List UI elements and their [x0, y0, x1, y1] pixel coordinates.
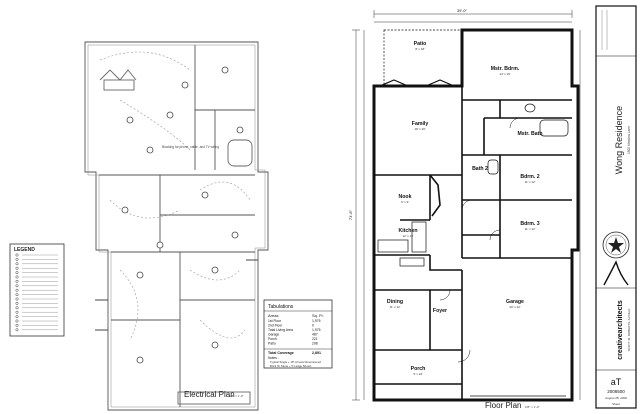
room-size: 8' x 18' — [415, 47, 425, 51]
room-label: Garage — [506, 299, 524, 305]
tab-row-area: Porch — [268, 337, 277, 341]
room-size: 5' x 24' — [413, 372, 423, 376]
electrical-note: Blocking for phone, cable, and TV wiring — [162, 145, 219, 149]
room-size: 18' x 20' — [415, 127, 426, 131]
tab-row-area: Garage — [268, 333, 279, 337]
tab-row-sqft: 208 — [312, 342, 318, 346]
legend-symbol-icon — [15, 301, 19, 305]
tab-note-line-2: Brick Or Stone + 5' Ledge Shown — [270, 364, 312, 368]
legend-symbol-icon — [15, 297, 19, 301]
legend-symbol-icon — [15, 266, 19, 270]
project-address: 1500 Meadow Lane — [627, 126, 631, 154]
tab-total-label: Total Coverage — [268, 351, 294, 355]
legend-symbol-icon — [15, 275, 19, 279]
electrical-plan-title: Electrical Plan — [184, 390, 235, 399]
room-label: Mstr. Bdrm. — [491, 66, 520, 72]
issue-date: August 28, 2006 — [605, 396, 627, 400]
room-label: Kitchen — [398, 228, 417, 234]
tab-row-area: Total Living Area — [268, 328, 293, 332]
tab-row-sqft: 221 — [312, 337, 318, 341]
tab-row-sqft: 1,975 — [312, 328, 321, 332]
firm-logo: creativearchitects SCOTT M. ROBERTS, Arc… — [603, 260, 631, 360]
legend-title: LEGEND — [14, 247, 35, 253]
legend-symbol-icon — [15, 257, 19, 261]
tab-row-sqft: 1,975 — [312, 319, 321, 323]
floor-plan — [352, 10, 581, 402]
room-label: Bdrm. 3 — [520, 221, 539, 227]
overall-width: 39'-0" — [457, 8, 468, 13]
legend-symbol-icon — [15, 310, 19, 314]
title-block: Wong Residence 1500 Meadow Lane creative… — [595, 5, 637, 409]
tab-header-sqft: Sq. Ft. — [312, 313, 324, 318]
legend-symbol-icon — [15, 319, 19, 323]
tab-row-sqft: 0 — [312, 324, 314, 328]
tabulations-table: Tabulations Areas Sq. Ft. 1st Floor 1,975… — [263, 299, 333, 369]
room-size: 11' x 12' — [525, 180, 536, 184]
room-size: 11' x 12' — [525, 227, 536, 231]
tab-total-value: 2,891 — [312, 351, 321, 355]
room-label: Nook — [399, 194, 412, 200]
room-label: Mstr. Bath — [517, 131, 542, 137]
electrical-plan-scale: 1/8" = 1'-0" — [229, 394, 244, 398]
legend-symbol-icon — [15, 284, 19, 288]
room-size: 11' x 12' — [390, 305, 401, 309]
legend-symbol-icon — [15, 323, 19, 327]
room-label: Patio — [414, 41, 427, 47]
tab-row-area: 2nd Floor — [268, 324, 283, 328]
legend-symbol-icon — [15, 279, 19, 283]
room-label: Family — [412, 121, 429, 127]
firm-subtitle: SCOTT M. ROBERTS, Architect — [627, 308, 631, 351]
tabulations-title: Tabulations — [268, 304, 294, 310]
legend-rows — [15, 253, 58, 332]
job-number: 2006500 — [607, 389, 625, 394]
logo-mark: aT — [611, 377, 622, 387]
tab-row-sqft: 487 — [312, 333, 318, 337]
firm-name: creativearchitects — [617, 300, 624, 360]
tab-row-area: Patio — [268, 342, 276, 346]
floor-plan-scale: 1/8" = 1'-0" — [525, 405, 540, 409]
room-size: 20' x 22' — [510, 305, 521, 309]
legend-symbol-icon — [15, 306, 19, 310]
room-label: Porch — [411, 366, 426, 372]
project-name: Wong Residence — [614, 106, 624, 174]
architect-seal — [602, 231, 630, 259]
room-label: Dining — [387, 299, 403, 305]
tab-notes-label: Notes : — [268, 356, 279, 360]
electrical-legend: LEGEND — [9, 243, 65, 337]
legend-symbol-icon — [15, 288, 19, 292]
legend-symbol-icon — [15, 315, 19, 319]
room-label: Bath 2 — [472, 166, 488, 172]
tab-note-line-1: Typical Single + 18" Arrows Dimensioned — [270, 360, 321, 364]
legend-symbol-icon — [15, 253, 19, 257]
electrical-plan — [84, 41, 269, 411]
legend-symbol-icon — [15, 262, 19, 266]
sheet-label: Sheet — [612, 402, 620, 406]
room-label: Foyer — [433, 308, 447, 314]
legend-symbol-icon — [15, 328, 19, 332]
floor-plan-title: Floor Plan — [485, 401, 521, 410]
room-size: 14' x 16' — [500, 72, 511, 76]
room-label: Bdrm. 2 — [520, 174, 539, 180]
tab-header-area: Areas — [268, 313, 278, 318]
legend-symbol-icon — [15, 271, 19, 275]
overall-depth: 73'-8" — [348, 209, 353, 220]
legend-symbol-icon — [15, 293, 19, 297]
room-size: 12' x 13' — [403, 234, 414, 238]
room-size: 9' x 9' — [401, 200, 409, 204]
tab-row-area: 1st Floor — [268, 319, 282, 323]
